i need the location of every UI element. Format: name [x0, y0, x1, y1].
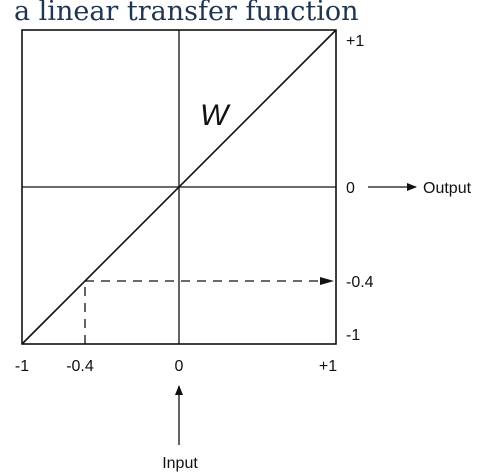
x-tick-label: -1 — [15, 358, 29, 375]
y-tick-label: -1 — [346, 327, 360, 344]
y-tick-label: -0.4 — [346, 274, 374, 291]
dashed-guide-arrowhead — [320, 277, 334, 285]
transfer-function-line — [21, 29, 337, 345]
x-tick-label: 0 — [175, 358, 184, 375]
input-label: Input — [162, 455, 198, 472]
curve-label-w: W — [200, 99, 231, 132]
x-tick-label: +1 — [319, 358, 337, 375]
y-tick-label: 0 — [346, 180, 355, 197]
output-label: Output — [423, 180, 472, 197]
page-title: a linear transfer function — [14, 0, 359, 27]
x-tick-label: -0.4 — [66, 358, 94, 375]
y-tick-label: +1 — [346, 33, 364, 50]
